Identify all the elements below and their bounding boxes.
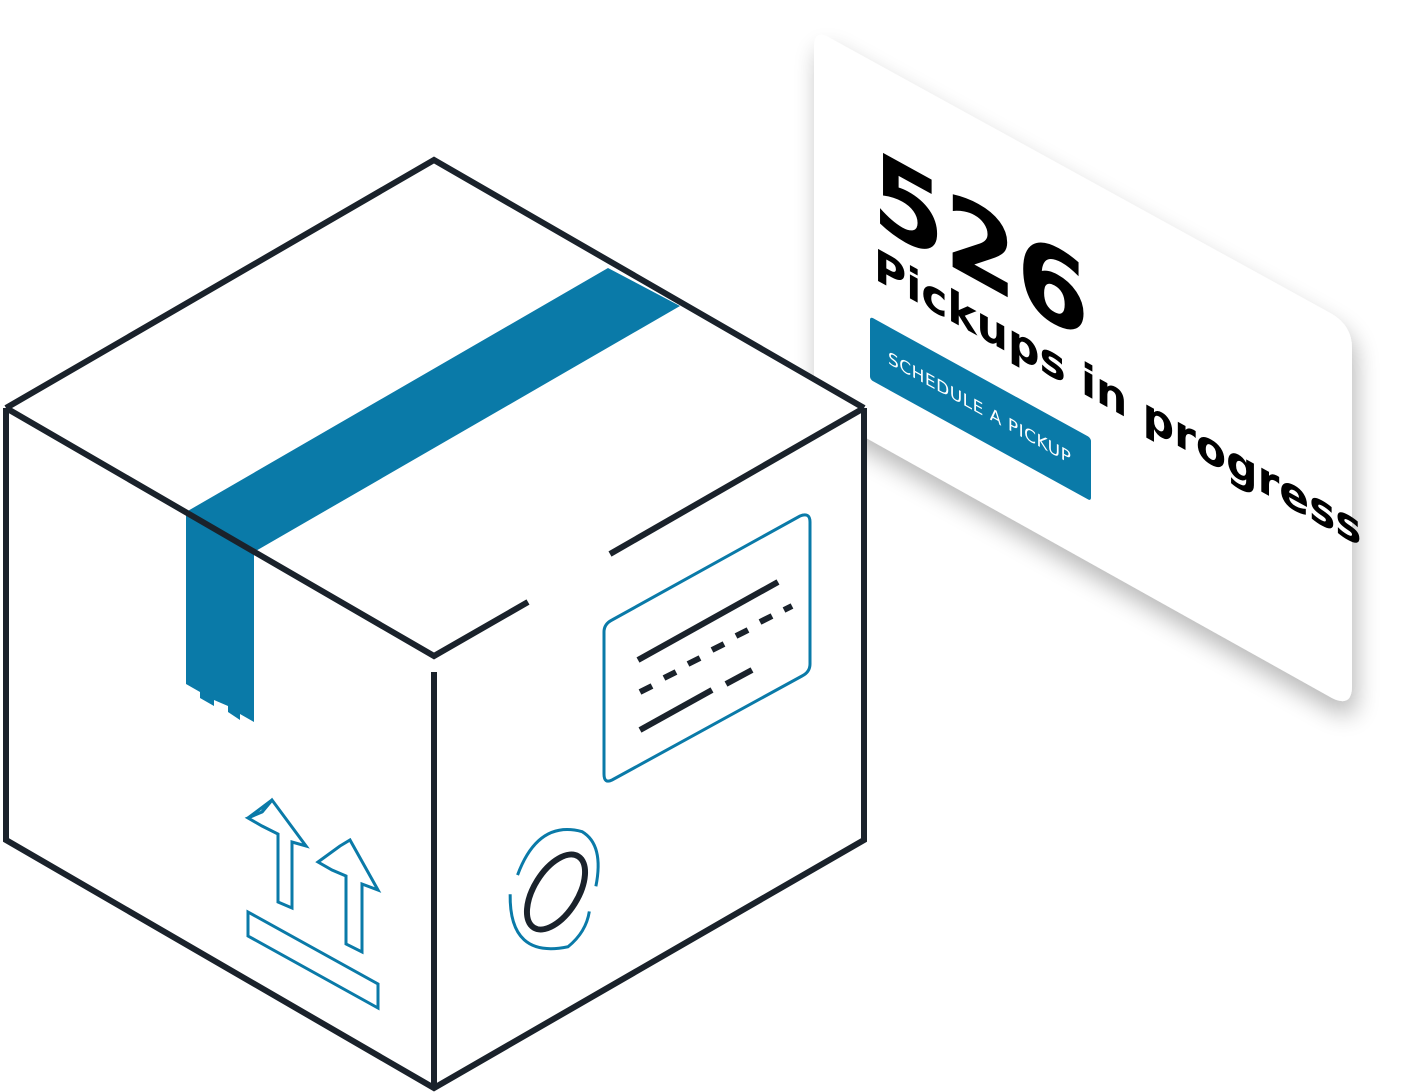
box-right-face — [434, 408, 864, 1088]
package-box-icon — [3, 156, 867, 1092]
box-tape-top — [186, 268, 680, 552]
box-left-face — [6, 408, 434, 1088]
shipping-label-icon — [602, 513, 812, 783]
box-outline-flap — [608, 405, 866, 557]
box-outline-middle — [4, 405, 530, 660]
this-side-up-arrows-icon — [244, 797, 382, 1011]
card-panel — [814, 34, 1352, 702]
schedule-pickup-button-bg[interactable] — [870, 317, 1091, 502]
pickup-status-card: 526 Pickups in progress SCHEDULE A PICKU… — [814, 34, 1361, 702]
box-outline-top — [4, 156, 866, 411]
box-tape-side — [186, 512, 254, 722]
stamp-seal-icon — [508, 828, 600, 951]
